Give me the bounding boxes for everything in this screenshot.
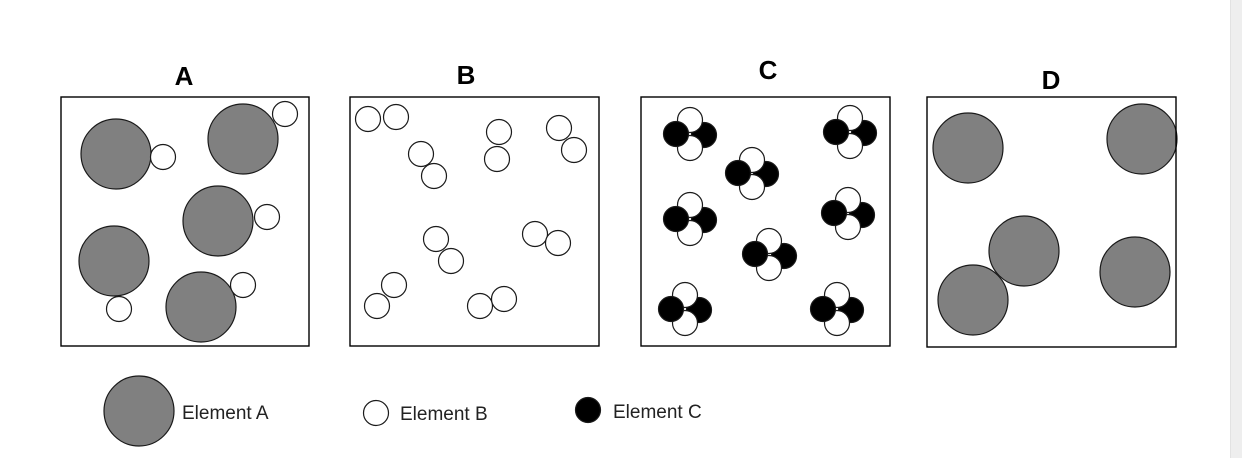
element-b-atom <box>466 292 494 320</box>
element-a-atom <box>80 118 152 190</box>
element-b-atom <box>490 285 518 313</box>
panel-particles <box>657 104 878 337</box>
element-a-atom <box>182 185 254 257</box>
element-a-atom <box>1106 103 1178 175</box>
element-b-atom <box>560 136 588 164</box>
element-b-atom <box>420 162 448 190</box>
element-c-atom <box>822 118 850 146</box>
element-a-atom <box>165 271 237 343</box>
element-b-atom <box>485 118 513 146</box>
panel-particles <box>78 100 299 343</box>
element-b-atom <box>483 145 511 173</box>
element-c-atom <box>662 205 690 233</box>
panel-frame <box>60 96 310 347</box>
panel-label: B <box>457 60 476 90</box>
legend-item-element-a: Element A <box>103 375 269 447</box>
panel-particles <box>932 103 1178 336</box>
panel-particles <box>354 103 588 320</box>
panel-c: C <box>640 55 891 347</box>
legend-swatch-element-c <box>574 396 602 424</box>
legend-swatch-element-b <box>362 399 390 427</box>
panel-frame <box>640 96 891 347</box>
element-c-atom <box>662 120 690 148</box>
right-edge-scroll-region <box>1230 0 1242 458</box>
element-a-atom <box>932 112 1004 184</box>
element-b-atom <box>382 103 410 131</box>
element-b-atom <box>407 140 435 168</box>
element-a-atom <box>207 103 279 175</box>
element-a-atom <box>1099 236 1171 308</box>
element-b-atom <box>545 114 573 142</box>
element-a-atom <box>78 225 150 297</box>
panel-label: A <box>175 61 194 91</box>
element-a-atom <box>937 264 1009 336</box>
element-b-atom <box>354 105 382 133</box>
element-c-atom <box>657 295 685 323</box>
legend-item-element-c: Element C <box>574 396 702 424</box>
element-b-atom <box>437 247 465 275</box>
element-b-atom <box>105 295 133 323</box>
panel-b: B <box>349 60 600 347</box>
panel-frame <box>349 96 600 347</box>
element-c-atom <box>724 159 752 187</box>
legend-label: Element A <box>182 403 269 424</box>
element-b-atom <box>544 229 572 257</box>
panel-d: D <box>926 65 1178 348</box>
element-b-atom <box>363 292 391 320</box>
element-b-atom <box>149 143 177 171</box>
element-b-atom <box>521 220 549 248</box>
element-c-atom <box>741 240 769 268</box>
element-b-atom <box>253 203 281 231</box>
element-b-atom <box>229 271 257 299</box>
legend-swatch-element-a <box>103 375 175 447</box>
element-c-atom <box>820 199 848 227</box>
element-c-atom <box>809 295 837 323</box>
element-b-atom <box>422 225 450 253</box>
element-b-atom <box>380 271 408 299</box>
legend: Element A Element B Element C <box>103 375 702 447</box>
legend-item-element-b: Element B <box>362 399 488 427</box>
element-b-atom <box>271 100 299 128</box>
legend-label: Element B <box>400 404 488 425</box>
panel-a: A <box>60 61 310 347</box>
panel-label: C <box>759 55 778 85</box>
panel-label: D <box>1042 65 1061 95</box>
panel-frame <box>926 96 1177 348</box>
panels-layer: A B C D <box>60 55 1178 348</box>
legend-label: Element C <box>613 402 702 423</box>
element-a-atom <box>988 215 1060 287</box>
